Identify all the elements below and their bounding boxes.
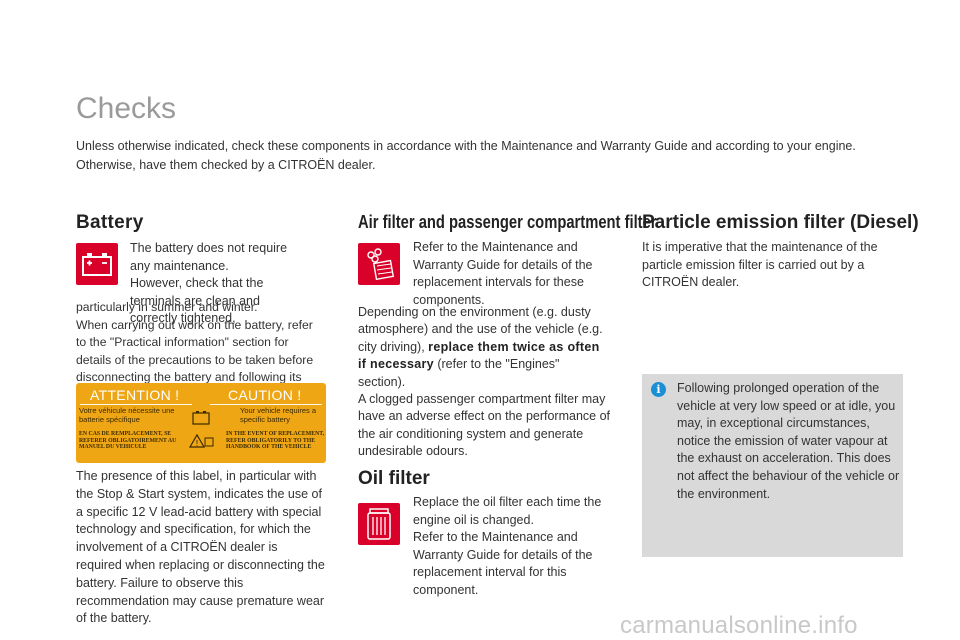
intro-text: Unless otherwise indicated, check these … xyxy=(76,137,876,175)
battery-heading: Battery xyxy=(76,212,144,233)
air-filter-icon xyxy=(358,243,400,285)
label-french-sub: Votre véhicule nécessite une batterie sp… xyxy=(79,406,175,424)
label-french-side: ATTENTION ! Votre véhicule nécessite une… xyxy=(76,383,196,463)
battery-continued-text: particularly in summer and winter. When … xyxy=(76,300,314,402)
oil-filter-heading: Oil filter xyxy=(358,468,430,489)
info-note-box xyxy=(642,374,903,557)
air-filter-heading: Air filter and passenger compartment fil… xyxy=(358,212,657,232)
oil-filter-icon xyxy=(358,503,400,545)
label-description: The presence of this label, in particula… xyxy=(76,469,325,626)
label-battery-symbol: ! xyxy=(188,411,214,448)
info-note-text: Following prolonged operation of the veh… xyxy=(677,381,900,501)
air-filter-text-after: (refer to the "Engines" section). A clog… xyxy=(358,357,611,459)
air-filter-emphasis: replace them twice as often if necessary xyxy=(358,339,600,372)
air-filter-text-before: Depending on the environment (e.g. dusty… xyxy=(358,305,603,354)
page-title: Checks xyxy=(76,92,177,125)
svg-text:!: ! xyxy=(195,439,198,448)
air-filter-continued-text: Depending on the environment (e.g. dusty… xyxy=(358,304,610,461)
battery-lead-text: The battery does not require any mainten… xyxy=(130,241,288,325)
intro-line-1: Unless otherwise indicated, check these … xyxy=(76,139,856,153)
label-english-sub: Your vehicle requires a specific battery xyxy=(240,406,317,424)
info-icon: i xyxy=(651,382,666,397)
battery-icon xyxy=(76,243,118,285)
label-french-fine: EN CAS DE REMPLACEMENT, SE REFERER OBLIG… xyxy=(79,431,177,451)
particle-filter-heading: Particle emission filter (Diesel) xyxy=(642,212,919,233)
label-attention-heading: ATTENTION ! xyxy=(90,387,180,403)
label-english-fine: IN THE EVENT OF REPLACEMENT, REFER OBLIG… xyxy=(226,431,325,451)
label-caution-heading: CAUTION ! xyxy=(228,387,302,403)
intro-line-2: Otherwise, have them checked by a CITROË… xyxy=(76,158,376,172)
particle-filter-text: It is imperative that the maintenance of… xyxy=(642,240,878,289)
watermark: carmanualsonline.info xyxy=(620,612,858,639)
battery-warning-label: ATTENTION ! Votre véhicule nécessite une… xyxy=(76,383,326,463)
air-filter-lead-text: Refer to the Maintenance and Warranty Gu… xyxy=(413,240,593,307)
label-english-side: CAUTION ! Your vehicle requires a specif… xyxy=(206,383,326,463)
oil-filter-text: Replace the oil filter each time the eng… xyxy=(413,495,602,597)
